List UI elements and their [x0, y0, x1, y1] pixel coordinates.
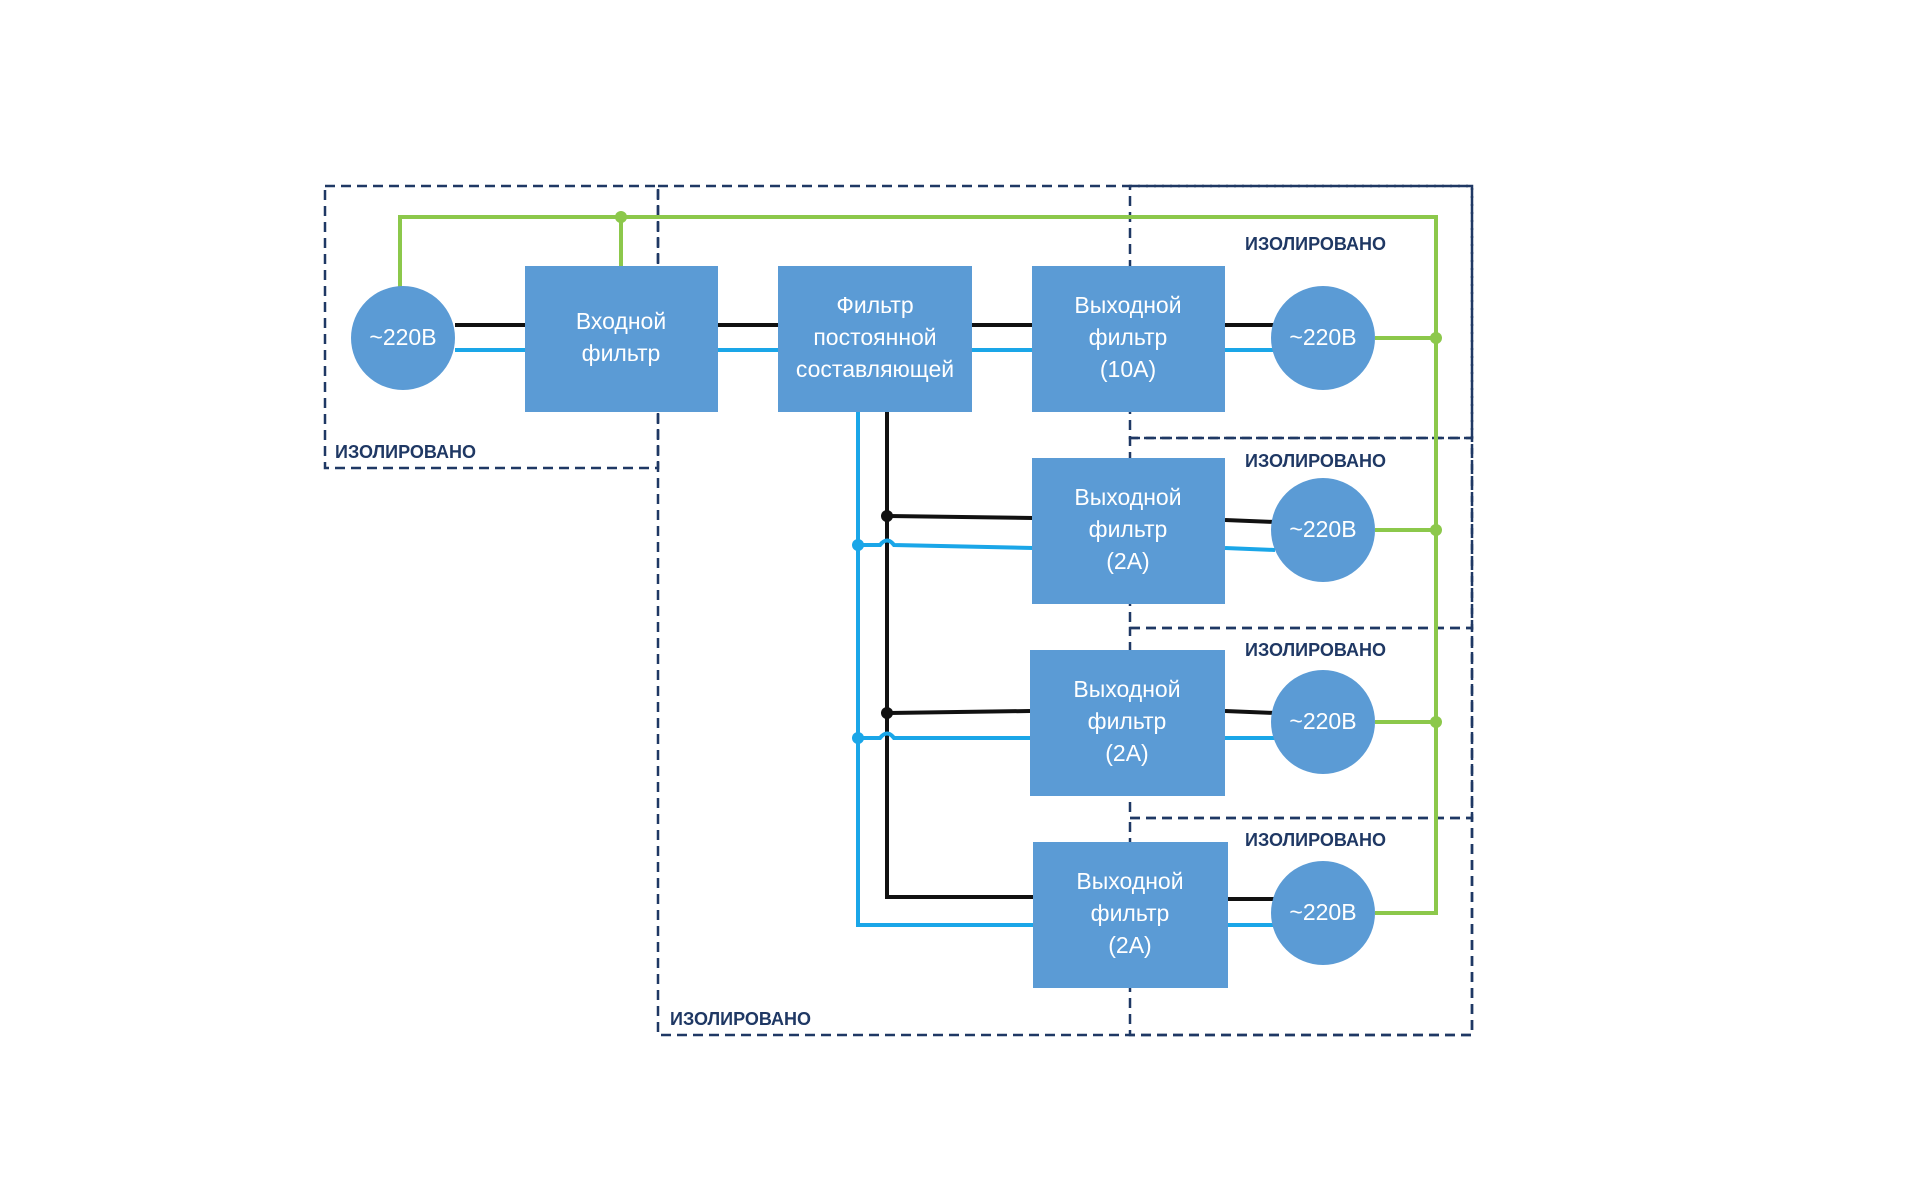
neutral-junction — [852, 539, 864, 551]
zone-label-output-2: ИЗОЛИРОВАНО — [1245, 451, 1386, 471]
block-line: Выходной — [1074, 484, 1181, 510]
block-line: Выходной — [1074, 292, 1181, 318]
zone-label-main: ИЗОЛИРОВАНО — [670, 1009, 811, 1029]
ground-junction — [615, 211, 627, 223]
source-input: ~220В — [351, 286, 455, 390]
zone-labels: ИЗОЛИРОВАНО ИЗОЛИРОВАНО ИЗОЛИРОВАНО ИЗОЛ… — [335, 234, 1386, 1029]
source-label: ~220В — [369, 324, 436, 350]
source-label: ~220В — [1289, 899, 1356, 925]
block-line: (2А) — [1105, 740, 1148, 766]
phase-trunk — [885, 412, 1033, 899]
block-line: фильтр — [1091, 900, 1170, 926]
block-line: фильтр — [1088, 708, 1167, 734]
neutral-branch-3 — [858, 731, 1030, 740]
source-output-3: ~220В — [1271, 670, 1375, 774]
output-filter-2a-block-2: Выходной фильтр (2А) — [1030, 650, 1225, 796]
phase-junction — [881, 707, 893, 719]
block-line: Входной — [576, 308, 666, 334]
output-filter-10a-block: Выходной фильтр (10А) — [1032, 266, 1225, 412]
source-output-1: ~220В — [1271, 286, 1375, 390]
phase-out-3 — [1224, 709, 1276, 715]
block-line: фильтр — [582, 340, 661, 366]
block-line: (2А) — [1108, 932, 1151, 958]
dc-filter-block: Фильтр постоянной составляющей — [778, 266, 972, 412]
block-line: Выходной — [1073, 676, 1180, 702]
neutral-wires — [455, 348, 1276, 927]
block-line: Фильтр — [836, 292, 913, 318]
zone-label-output-1: ИЗОЛИРОВАНО — [1245, 234, 1386, 254]
output-filter-2a-block-1: Выходной фильтр (2А) — [1032, 458, 1225, 604]
phase-out-2 — [1224, 518, 1276, 524]
ground-junction — [1430, 524, 1442, 536]
block-line: фильтр — [1089, 324, 1168, 350]
source-output-4: ~220В — [1271, 861, 1375, 965]
block-line: постоянной — [813, 324, 936, 350]
block-line: фильтр — [1089, 516, 1168, 542]
block-line: (2А) — [1106, 548, 1149, 574]
source-output-2: ~220В — [1271, 478, 1375, 582]
neutral-trunk — [856, 412, 1033, 927]
ground-bus — [398, 215, 1438, 915]
block-line: Выходной — [1076, 868, 1183, 894]
ground-wires — [398, 211, 1442, 915]
neutral-out-2 — [1224, 546, 1276, 552]
source-label: ~220В — [1289, 708, 1356, 734]
ground-junction — [1430, 332, 1442, 344]
ground-junction — [1430, 716, 1442, 728]
phase-wires — [455, 323, 1276, 901]
source-label: ~220В — [1289, 516, 1356, 542]
neutral-branch-2 — [858, 538, 1034, 550]
neutral-junction — [852, 732, 864, 744]
block-line: (10А) — [1100, 356, 1156, 382]
block-line: составляющей — [796, 356, 954, 382]
phase-branch-2 — [886, 514, 1034, 520]
output-filter-2a-block-3: Выходной фильтр (2А) — [1033, 842, 1228, 988]
zone-label-input: ИЗОЛИРОВАНО — [335, 442, 476, 462]
phase-branch-3 — [886, 709, 1031, 715]
phase-junction — [881, 510, 893, 522]
zone-label-output-3: ИЗОЛИРОВАНО — [1245, 640, 1386, 660]
source-label: ~220В — [1289, 324, 1356, 350]
zone-label-output-4: ИЗОЛИРОВАНО — [1245, 830, 1386, 850]
input-filter-block: Входной фильтр — [525, 266, 718, 412]
